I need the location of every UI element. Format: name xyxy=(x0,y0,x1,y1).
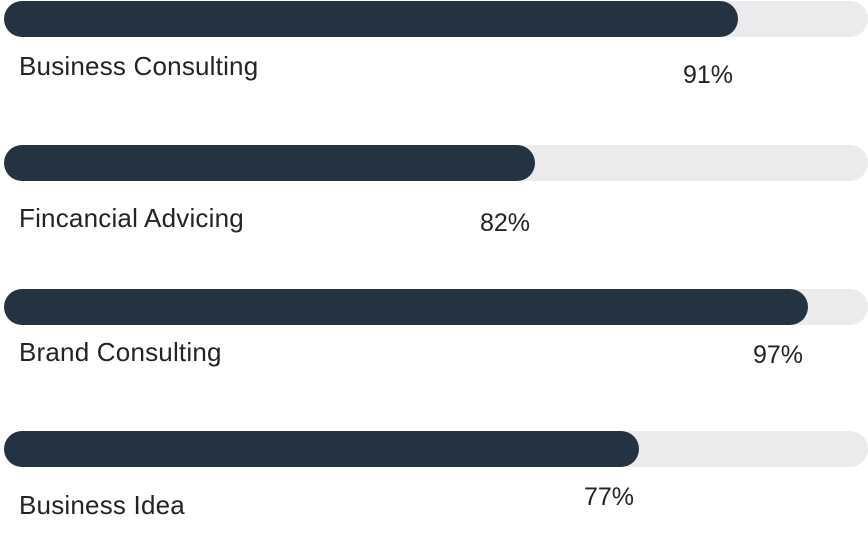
progress-fill xyxy=(4,1,738,37)
skill-label: Brand Consulting xyxy=(19,337,222,367)
skill-percent: 97% xyxy=(752,341,804,369)
skill-percent: 91% xyxy=(682,61,734,89)
progress-fill xyxy=(4,289,808,325)
skill-percent: 82% xyxy=(479,209,531,237)
skill-label: Business Consulting xyxy=(19,51,259,81)
progress-track xyxy=(4,145,868,181)
skill-financial-advicing: Fincancial Advicing 82% xyxy=(0,145,868,255)
progress-fill xyxy=(4,145,535,181)
skill-label: Fincancial Advicing xyxy=(19,203,244,233)
skill-business-idea: Business Idea 77% xyxy=(0,431,868,541)
progress-track xyxy=(4,431,868,467)
skill-brand-consulting: Brand Consulting 97% xyxy=(0,289,868,399)
progress-track xyxy=(4,289,868,325)
progress-track xyxy=(4,1,868,37)
skill-label: Business Idea xyxy=(19,490,185,520)
skill-business-consulting: Business Consulting 91% xyxy=(0,1,868,111)
skill-percent: 77% xyxy=(583,483,635,511)
progress-fill xyxy=(4,431,639,467)
